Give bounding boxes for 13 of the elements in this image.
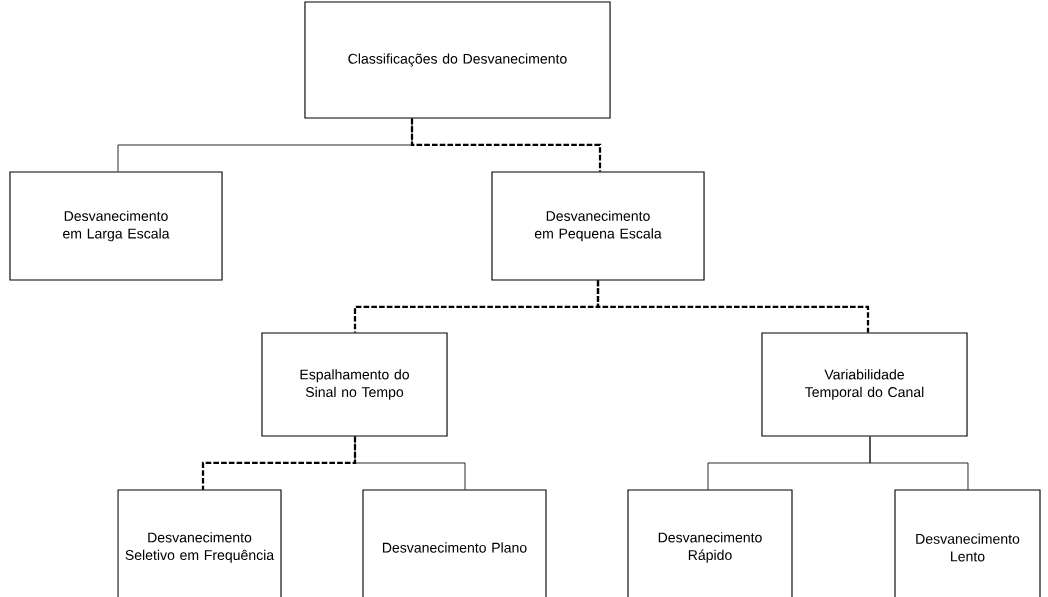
box: Desvanecimento em Larga Escala [9, 171, 223, 281]
box: Desvanecimento Plano [362, 489, 547, 597]
connector [869, 436, 969, 491]
box: Variabilidade Temporal do Canal [761, 332, 968, 437]
box: Espalhamento do Sinal no Tempo [261, 332, 448, 437]
connector [596, 280, 870, 333]
box: Desvanecimento Seletivo em Frequência [117, 489, 282, 597]
box: Desvanecimento em Pequena Escala [491, 171, 705, 281]
box: Desvanecimento Lento [894, 489, 1041, 597]
connector [354, 436, 466, 491]
box: Classificações do Desvanecimento [304, 1, 611, 119]
box: Desvanecimento Rápido [627, 489, 793, 597]
connector [410, 118, 602, 172]
